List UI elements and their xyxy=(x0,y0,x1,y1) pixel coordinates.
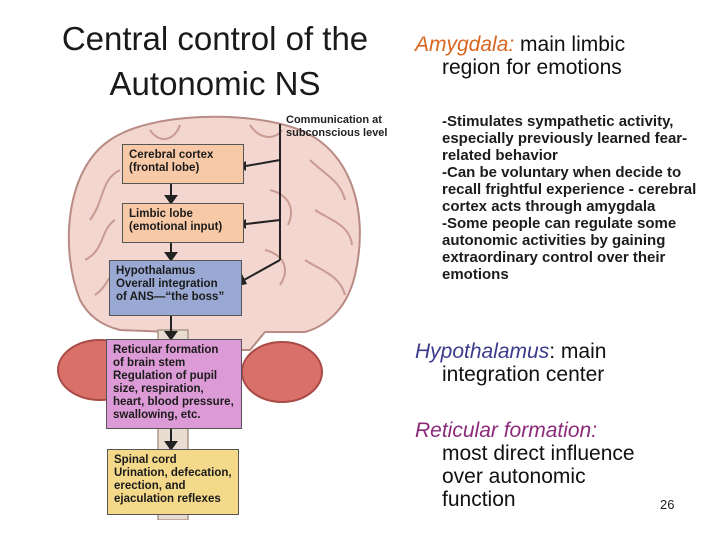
bullet-item: -Can be voluntary when decide to recall … xyxy=(442,164,697,215)
limbic-line-1: Limbic lobe xyxy=(129,208,193,220)
reticular-cont-1: most direct influence xyxy=(442,442,635,465)
retic-line-2: of brain stem xyxy=(113,357,186,369)
hypo-line-1: Hypothalamus xyxy=(116,265,196,277)
reticular-cont-2: over autonomic xyxy=(442,465,586,488)
slide-title: Central control of the Autonomic NS xyxy=(30,16,400,106)
spinal-cord-box: Spinal cord Urination, defecation, erect… xyxy=(107,449,239,515)
retic-line-5: heart, blood pressure, xyxy=(113,396,234,408)
retic-line-6: swallowing, etc. xyxy=(113,409,201,421)
bullet-item: -Stimulates sympathetic activity, especi… xyxy=(442,113,688,164)
retic-line-3: Regulation of pupil xyxy=(113,370,218,382)
communication-label: Communication at subconscious level xyxy=(286,114,406,140)
amygdala-heading: Amygdala: main limbic region for emotion… xyxy=(415,33,715,79)
amygdala-rest: main limbic xyxy=(514,33,626,56)
title-line-2: Autonomic NS xyxy=(109,65,321,102)
retic-line-1: Reticular formation xyxy=(113,344,219,356)
reticular-formation-box: Reticular formation of brain stem Regula… xyxy=(106,339,242,429)
amygdala-bullets: -Stimulates sympathetic activity, especi… xyxy=(442,113,707,283)
comm-line-2: subconscious level xyxy=(286,127,388,139)
page-number: 26 xyxy=(660,497,675,512)
hypo-line-2: Overall integration xyxy=(116,278,218,290)
reticular-heading: Reticular formation: most direct influen… xyxy=(415,419,715,511)
title-line-1: Central control of the xyxy=(61,20,369,57)
brain-diagram: Communication at subconscious level Cere… xyxy=(50,100,402,520)
hypothalamus-cont: integration center xyxy=(442,363,605,386)
cortex-line-2: (frontal lobe) xyxy=(129,162,200,174)
spinal-line-4: ejaculation reflexes xyxy=(114,493,221,505)
hypothalamus-box: Hypothalamus Overall integration of ANS—… xyxy=(109,260,242,316)
limbic-line-2: (emotional input) xyxy=(129,221,223,233)
spinal-line-3: erection, and xyxy=(114,480,186,492)
reticular-term: Reticular formation: xyxy=(415,419,598,442)
cortex-line-1: Cerebral cortex xyxy=(129,149,214,161)
reticular-cont-3: function xyxy=(442,488,516,511)
bullet-item: -Some people can regulate some autonomic… xyxy=(442,215,677,283)
amygdala-term: Amygdala: xyxy=(415,33,515,56)
hypothalamus-colon: : xyxy=(549,340,556,363)
spinal-line-2: Urination, defecation, xyxy=(114,467,232,479)
hypothalamus-rest: main xyxy=(555,340,607,363)
cerebellum-right xyxy=(241,341,323,403)
hypo-line-3: of ANS—“the boss” xyxy=(116,291,225,303)
comm-line-1: Communication at xyxy=(286,114,382,126)
limbic-lobe-box: Limbic lobe (emotional input) xyxy=(122,203,244,243)
amygdala-cont: region for emotions xyxy=(442,56,622,79)
flow-arrows xyxy=(164,184,178,451)
retic-line-4: size, respiration, xyxy=(113,383,204,395)
cerebral-cortex-box: Cerebral cortex (frontal lobe) xyxy=(122,144,244,184)
spinal-line-1: Spinal cord xyxy=(114,454,177,466)
hypothalamus-term: Hypothalamus xyxy=(415,340,550,363)
comm-bracket xyxy=(243,124,281,281)
hypothalamus-heading: Hypothalamus: main integration center xyxy=(415,340,715,386)
